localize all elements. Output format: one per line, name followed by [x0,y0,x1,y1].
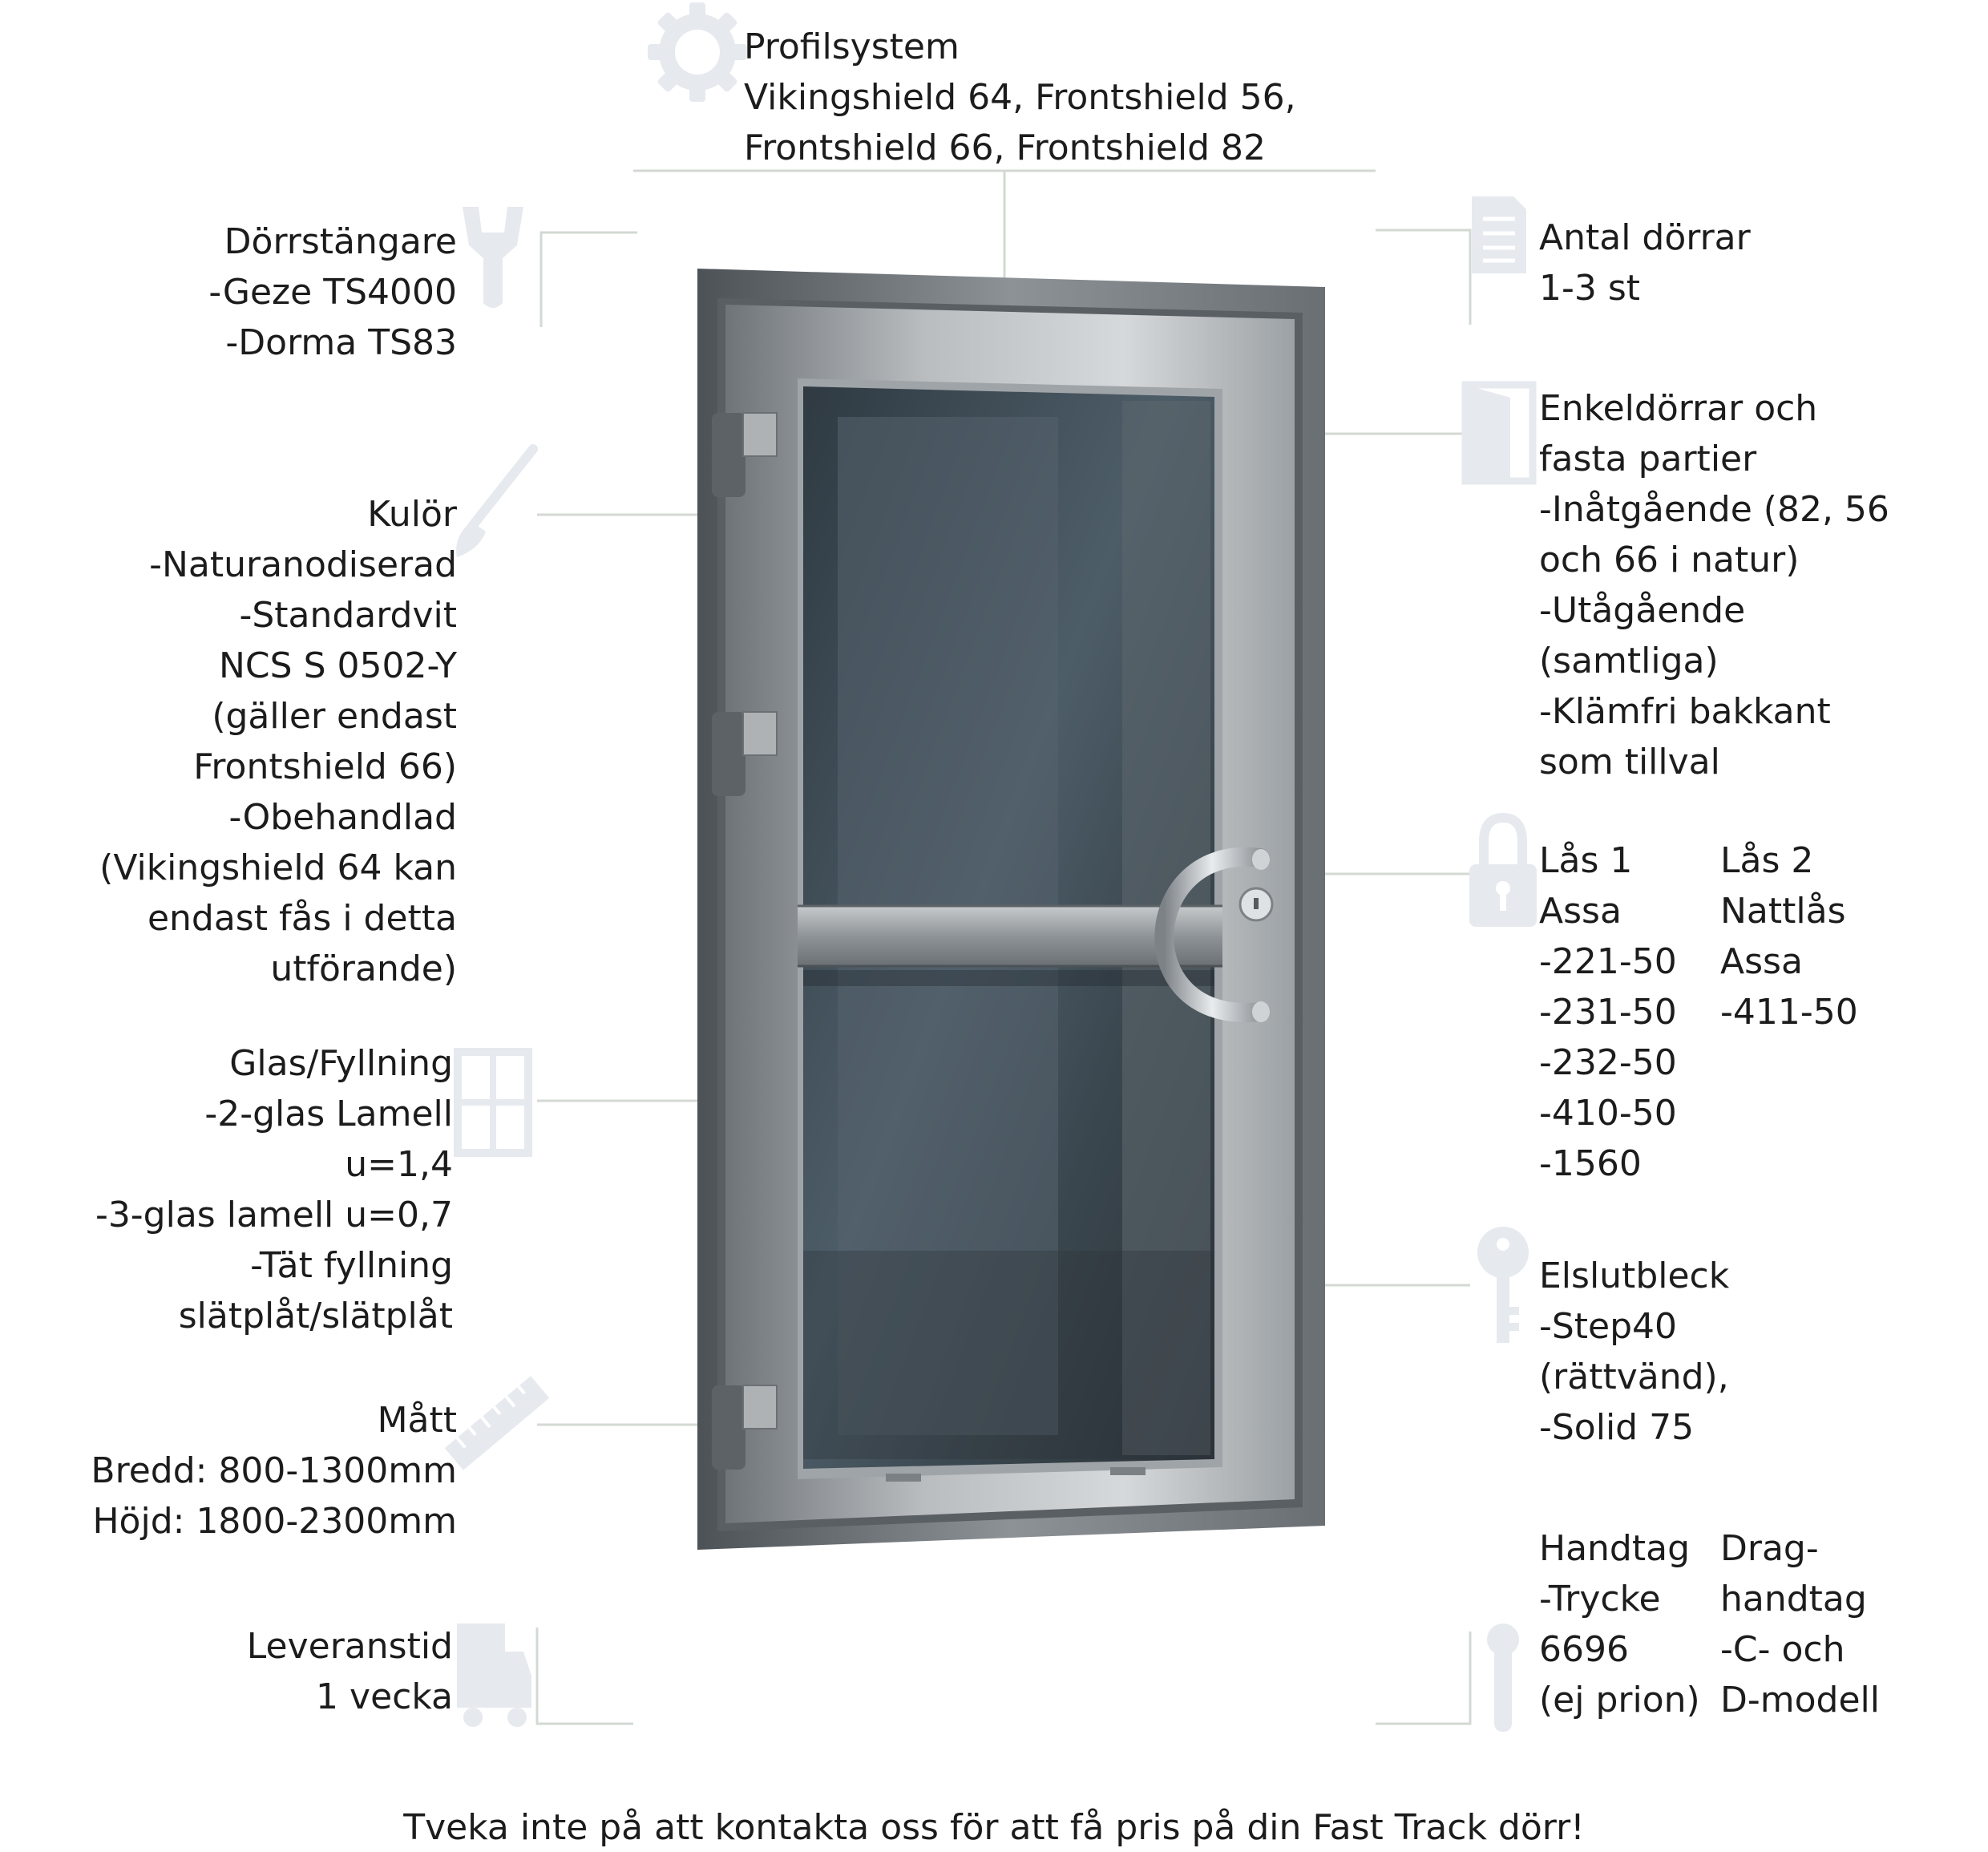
kulor-block: Kulör -Naturanodiserad -Standardvit NCS … [48,489,457,994]
profilsystem-item: Frontshield 66, Frontshield 82 [744,127,1267,168]
enkeldorrar-title: Enkeldörrar och [1539,388,1818,429]
kulor-item: NCS S 0502-Y [219,645,457,686]
footer-cta: Tveka inte på att kontakta oss för att f… [403,1807,1585,1848]
kulor-item: (Vikingshield 64 kan [99,847,457,888]
las-1-item: -410-50 [1539,1093,1677,1134]
matt-item: Bredd: 800-1300mm [91,1450,457,1491]
las-1-item: -1560 [1539,1143,1642,1184]
enkeldorrar-item: -Inåtgående (82, 56 [1539,489,1889,530]
dorrstangare-title: Dörrstängare [224,221,457,262]
enkeldorrar-block: Enkeldörrar och fasta partier -Inåtgåend… [1539,383,1889,787]
kulor-item: -Naturanodiserad [149,544,457,585]
padlock-icon [1469,812,1537,927]
profilsystem-title: Profilsystem [744,26,960,67]
kulor-item: -Standardvit [239,595,457,636]
enkeldorrar-title: fasta partier [1539,439,1757,479]
las-2-item: -411-50 [1720,992,1858,1033]
glas-title: Glas/Fyllning [229,1043,453,1084]
las-1-item: -232-50 [1539,1042,1677,1083]
enkeldorrar-item: och 66 i natur) [1539,540,1800,580]
elslutbleck-title: Elslutbleck [1539,1256,1730,1296]
enkeldorrar-item: (samtliga) [1539,641,1719,681]
wrench-icon [463,207,523,308]
paintbrush-icon [456,444,538,557]
dorrstangare-item: -Dorma TS83 [225,322,457,363]
antal-title: Antal dörrar [1539,217,1751,258]
delivery-truck-icon [457,1624,531,1727]
handtag-block: Handtag -Trycke 6696 (ej prion) Drag- ha… [1539,1523,1940,1725]
handtag-title: Handtag [1539,1528,1691,1569]
las-2-title: Lås 2 [1720,840,1814,881]
draghandtag-item: -C- och [1720,1629,1845,1670]
kulor-title: Kulör [367,494,457,535]
draghandtag-item: D-modell [1720,1680,1880,1721]
handtag-column: Handtag -Trycke 6696 (ej prion) [1539,1523,1700,1725]
kulor-item: (gäller endast [212,696,457,737]
elslutbleck-item: (rättvänd), [1539,1357,1729,1397]
enkeldorrar-item: -Utågående [1539,590,1746,631]
draghandtag-column: Drag- handtag -C- och D-modell [1720,1523,1880,1725]
glas-item: slätplåt/slätplåt [178,1296,453,1336]
draghandtag-title: Drag- [1720,1528,1819,1569]
las-1-item: Assa [1539,891,1622,932]
dorrstangare-item: -Geze TS4000 [208,272,457,313]
leveranstid-title: Leveranstid [246,1626,453,1667]
matt-block: Mått Bredd: 800-1300mm Höjd: 1800-2300mm [48,1395,457,1547]
elslutbleck-item: -Solid 75 [1539,1407,1695,1448]
kulor-item: -Obehandlad [228,797,457,838]
glas-item: -3-glas lamell u=0,7 [95,1195,453,1235]
handtag-item: -Trycke [1539,1579,1661,1619]
antal-block: Antal dörrar 1-3 st [1539,212,1751,313]
glas-item: -2-glas Lamell [204,1094,453,1134]
profilsystem-item: Vikingshield 64, Frontshield 56, [744,77,1296,118]
handtag-item: (ej prion) [1539,1680,1700,1721]
las-2-item: Assa [1720,941,1803,982]
glas-item: -Tät fyllning [250,1245,453,1286]
las-1-item: -221-50 [1539,941,1677,982]
enkeldorrar-item: som tillval [1539,742,1720,782]
gear-icon [648,2,747,102]
leveranstid-block: Leveranstid 1 vecka [48,1621,453,1722]
kulor-item: utförande) [270,948,457,989]
glas-block: Glas/Fyllning -2-glas Lamell u=1,4 -3-gl… [48,1038,453,1341]
matt-title: Mått [377,1400,457,1441]
las-1-item: -231-50 [1539,992,1677,1033]
ruler-icon [444,1376,550,1470]
handtag-item: 6696 [1539,1629,1629,1670]
las-2-item: Nattlås [1720,891,1846,932]
las-1-column: Lås 1 Assa -221-50 -231-50 -232-50 -410-… [1539,835,1677,1189]
door [697,269,1325,1550]
document-icon [1472,196,1526,273]
key-icon [1477,1227,1529,1343]
elslutbleck-item: -Step40 [1539,1306,1678,1347]
kulor-item: endast fås i detta [147,898,457,939]
draghandtag-title: handtag [1720,1579,1867,1619]
dorrstangare-block: Dörrstängare -Geze TS4000 -Dorma TS83 [64,216,457,368]
door-icon [1461,381,1537,485]
antal-item: 1-3 st [1539,268,1641,309]
las-block: Lås 1 Assa -221-50 -231-50 -232-50 -410-… [1539,835,1924,1189]
enkeldorrar-item: -Klämfri bakkant [1539,691,1831,732]
las-2-column: Lås 2 Nattlås Assa -411-50 [1720,835,1858,1037]
elslutbleck-block: Elslutbleck -Step40 (rättvänd), -Solid 7… [1539,1251,1729,1453]
profilsystem-block: Profilsystem Vikingshield 64, Frontshiel… [744,22,1296,173]
las-1-title: Lås 1 [1539,840,1633,881]
glas-item: u=1,4 [345,1144,453,1185]
matt-item: Höjd: 1800-2300mm [92,1501,457,1542]
leveranstid-item: 1 vecka [316,1676,453,1717]
window-icon [454,1048,532,1157]
door-handle-icon [1487,1624,1519,1732]
kulor-item: Frontshield 66) [193,746,457,787]
